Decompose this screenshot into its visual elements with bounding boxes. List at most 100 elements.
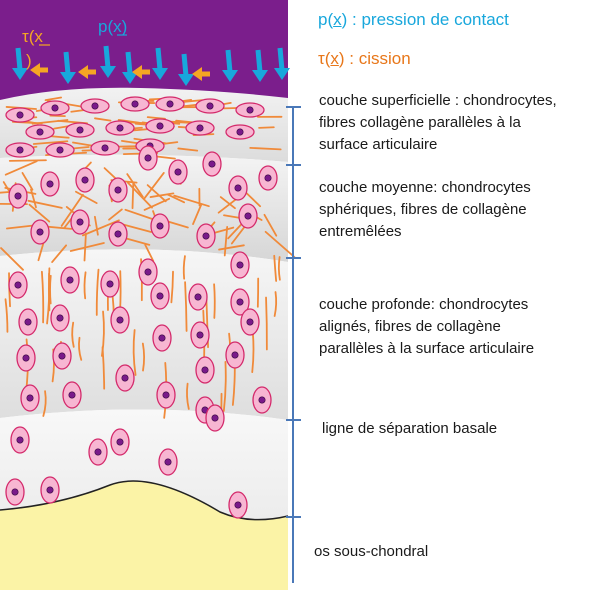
collagen-fiber (94, 117, 112, 122)
pressure-arrow (178, 53, 194, 86)
pressure-arrows (12, 45, 290, 86)
chondrocyte (65, 122, 95, 138)
collagen-fiber (0, 247, 24, 271)
layer-bracket (286, 106, 301, 583)
collagen-fiber (126, 173, 144, 198)
label-couche-profonde: couche profonde: chondrocytes alignés, f… (319, 296, 535, 357)
collagen-fiber (42, 390, 47, 417)
chondrocyte (40, 171, 60, 197)
chondrocyte (158, 448, 178, 476)
chondrocyte (228, 175, 248, 201)
pressure-arrow (122, 51, 138, 84)
collagen-fiber (131, 181, 135, 210)
chondrocyte (205, 404, 225, 432)
collagen-fiber (46, 272, 51, 325)
chondrocyte (155, 96, 185, 112)
chondrocyte (30, 219, 50, 245)
chondrocyte (188, 283, 208, 311)
collagen-fiber (4, 160, 38, 176)
chondrocyte (185, 120, 215, 136)
pressure-arrow (12, 47, 28, 80)
collagen-fiber (81, 219, 120, 237)
chondrocyte (196, 223, 216, 249)
label-os-sous-chondral: os sous-chondral (314, 543, 429, 560)
chondrocyte (88, 438, 108, 466)
pressure-arrow (274, 47, 290, 80)
chondrocyte (152, 324, 172, 352)
collagen-fiber (170, 270, 174, 304)
chondrocyte (75, 167, 95, 193)
collagen-fiber (249, 147, 282, 151)
collagen-fiber (30, 188, 37, 209)
collagen-fiber (144, 243, 155, 263)
pressure-arrow (100, 45, 116, 78)
chondrocyte (168, 159, 188, 185)
layer-basale (0, 409, 288, 521)
collagen-fiber (75, 190, 98, 205)
label-ligne-separation: ligne de séparation basale (322, 420, 498, 437)
collagen-fiber (251, 331, 255, 374)
chondrocyte (105, 120, 135, 136)
collagen-fiber (8, 159, 47, 162)
collagen-fiber (40, 270, 45, 324)
collagen-fiber (126, 181, 153, 209)
pressure-arrow (252, 49, 268, 82)
chondrocyte (202, 151, 222, 177)
shear-arrow (132, 65, 150, 79)
collagen-fiber (146, 184, 167, 203)
collagen-fiber (218, 244, 245, 251)
shear-arrow (30, 63, 48, 77)
collagen-fiber (48, 135, 70, 139)
collagen-fiber (264, 230, 296, 259)
chondrocyte (40, 476, 60, 504)
chondrocyte (100, 270, 120, 298)
chondrocyte (138, 145, 158, 171)
chondrocyte (108, 221, 128, 247)
label-couche-moyenne: couche moyenne: chondrocytes sphériques,… (319, 179, 531, 240)
layer-moyenne (0, 154, 288, 262)
collagen-fiber (258, 126, 275, 129)
chondrocyte (120, 96, 150, 112)
chondrocyte (240, 308, 260, 336)
chondrocyte (45, 142, 75, 158)
legend-pressure: p(x) : pression de contact (318, 10, 509, 29)
chondrocyte (138, 258, 158, 286)
collagen-fiber (44, 96, 63, 102)
shear-arrows (30, 63, 210, 81)
chondrocyte (156, 381, 176, 409)
collagen-fiber (132, 329, 137, 376)
chondrocyte (40, 100, 70, 116)
chondrocyte (18, 308, 38, 336)
chondrocyte (8, 271, 28, 299)
collagen-fiber (122, 236, 151, 246)
chondrocyte (5, 478, 25, 506)
chondrocyte (150, 213, 170, 239)
chondrocyte (230, 251, 250, 279)
legend-shear: τ(x) : cission (318, 49, 411, 68)
collagen-fiber (117, 118, 146, 125)
collagen-fiber (149, 192, 175, 198)
collagen-fibers (0, 96, 296, 421)
chondrocyte (195, 98, 225, 114)
chondrocyte (70, 209, 90, 235)
collagen-fiber (273, 291, 278, 317)
collagen-fiber (222, 360, 227, 412)
collagen-fiber (60, 193, 84, 227)
collagen-fiber (219, 196, 236, 210)
chondrocyte (235, 102, 265, 118)
collagen-fiber (32, 140, 69, 145)
chondrocyte (238, 203, 258, 229)
chondrocyte (230, 288, 250, 316)
chondrocyte (5, 107, 35, 123)
collagen-fiber (243, 190, 262, 208)
label-couche-superficielle: couche superficielle : chondrocytes, fib… (319, 92, 557, 153)
chondrocyte (8, 183, 28, 209)
tau-label-top: τ(x (22, 27, 43, 46)
chondrocyte (110, 306, 130, 334)
chondrocyte (195, 356, 215, 384)
collagen-fiber (143, 172, 165, 200)
chondrocyte (115, 364, 135, 392)
collagen-fiber (184, 281, 188, 332)
collagen-fiber (186, 382, 190, 410)
collagen-fiber (101, 310, 105, 357)
